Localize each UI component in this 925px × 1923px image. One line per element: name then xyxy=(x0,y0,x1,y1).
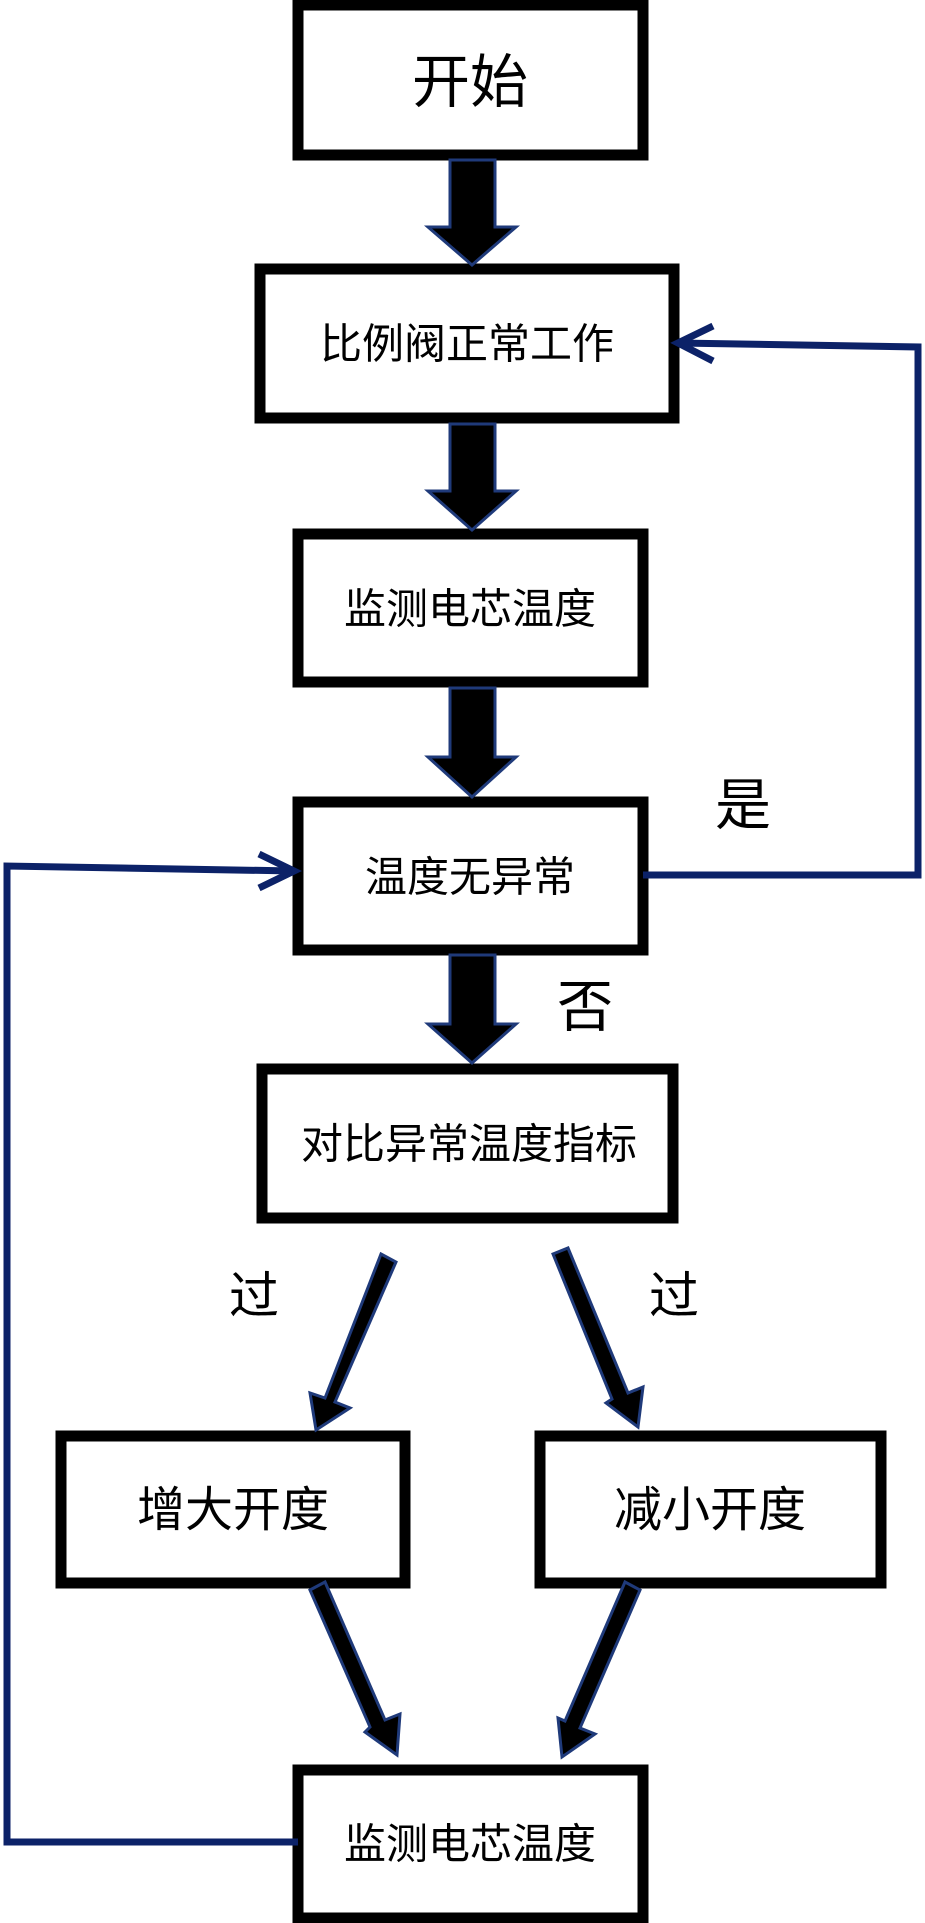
node-normal-operation-label: 比例阀正常工作 xyxy=(320,320,614,369)
arrow-compare-to-decrease xyxy=(551,1246,645,1430)
node-temp-ok: 温度无异常 xyxy=(292,796,649,956)
node-compare-indicator-label: 对比异常温度指标 xyxy=(301,1120,637,1169)
node-normal-operation: 比例阀正常工作 xyxy=(254,263,680,424)
arrow-compare-to-increase xyxy=(308,1251,398,1433)
node-compare-indicator: 对比异常温度指标 xyxy=(256,1063,679,1224)
node-monitor-temp-2-label: 监测电芯温度 xyxy=(344,1820,596,1869)
edge-label-no: 否 xyxy=(557,976,613,1041)
edge-label-over-right: 过 xyxy=(649,1267,699,1325)
node-decrease-opening: 减小开度 xyxy=(534,1430,887,1589)
arrow-temp-ok-to-compare xyxy=(424,953,520,1066)
arrow-increase-to-monitor-2 xyxy=(308,1579,402,1758)
connector-yes-loop xyxy=(643,322,922,879)
edge-label-over-left: 过 xyxy=(229,1267,279,1325)
node-increase-opening-box xyxy=(55,1430,411,1589)
node-decrease-opening-label: 减小开度 xyxy=(614,1482,806,1538)
node-normal-operation-box xyxy=(254,263,680,424)
connector-feedback-arrowhead xyxy=(257,850,303,892)
node-compare-indicator-box xyxy=(256,1063,679,1224)
connector-yes-arrowhead xyxy=(670,322,715,365)
node-increase-opening-label: 增大开度 xyxy=(137,1482,329,1538)
arrow-normal-to-monitor xyxy=(424,422,520,533)
connector-feedback-loop xyxy=(3,850,303,1846)
node-start-box xyxy=(292,0,649,161)
node-decrease-opening-box xyxy=(534,1430,887,1589)
node-monitor-temp-2: 监测电芯温度 xyxy=(292,1764,649,1923)
node-increase-opening: 增大开度 xyxy=(55,1430,411,1589)
node-start: 开始 xyxy=(292,0,649,161)
node-monitor-temp-1-box xyxy=(292,528,649,688)
node-start-label: 开始 xyxy=(412,48,528,116)
arrow-start-to-normal xyxy=(423,158,521,267)
arrow-decrease-to-monitor-2 xyxy=(556,1579,642,1760)
node-monitor-temp-1-label: 监测电芯温度 xyxy=(344,585,596,634)
edge-label-yes: 是 xyxy=(715,774,771,839)
node-monitor-temp-1: 监测电芯温度 xyxy=(292,528,649,688)
arrow-monitor-to-temp-ok xyxy=(424,686,520,800)
node-temp-ok-label: 温度无异常 xyxy=(365,853,575,902)
